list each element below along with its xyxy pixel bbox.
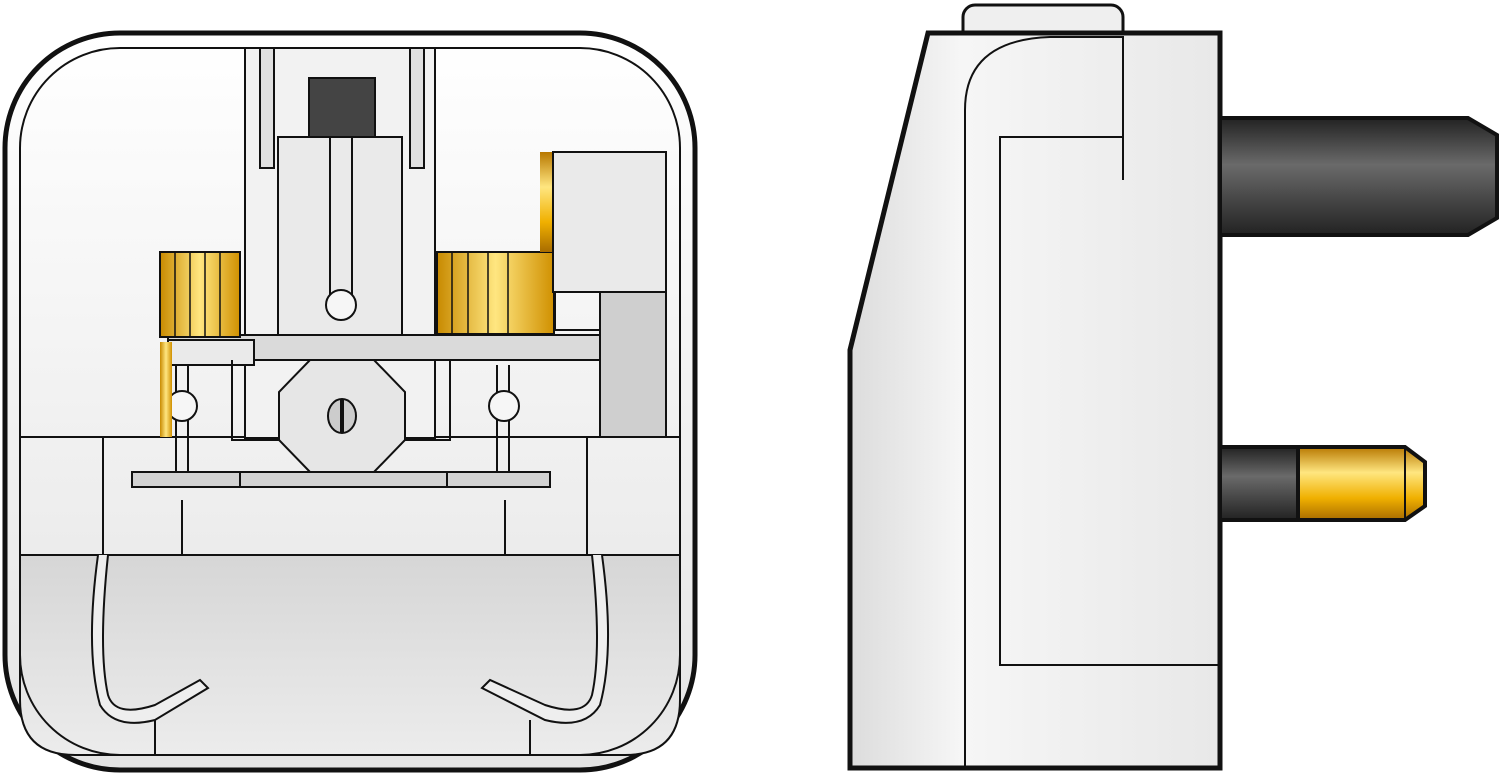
live-pin-sleeve	[1218, 445, 1300, 522]
earth-pin	[1218, 116, 1499, 237]
front-cutaway-view	[2, 30, 698, 773]
fuse-top	[308, 77, 376, 139]
cable-grip-right	[480, 554, 610, 724]
lower-shell-section	[19, 554, 681, 756]
screw-right	[488, 390, 520, 422]
fuse-holder	[552, 151, 667, 293]
side-body	[847, 30, 1223, 771]
internal-walls	[102, 437, 588, 555]
earth-screw	[325, 289, 357, 321]
side-inner-panel	[999, 136, 1218, 666]
fuse-clip	[599, 291, 667, 438]
side-view	[847, 3, 1499, 771]
live-terminal-brass	[436, 251, 555, 335]
cable-grip-left	[90, 554, 210, 724]
neutral-terminal-brass	[159, 251, 241, 338]
clamp-bar	[131, 471, 551, 488]
